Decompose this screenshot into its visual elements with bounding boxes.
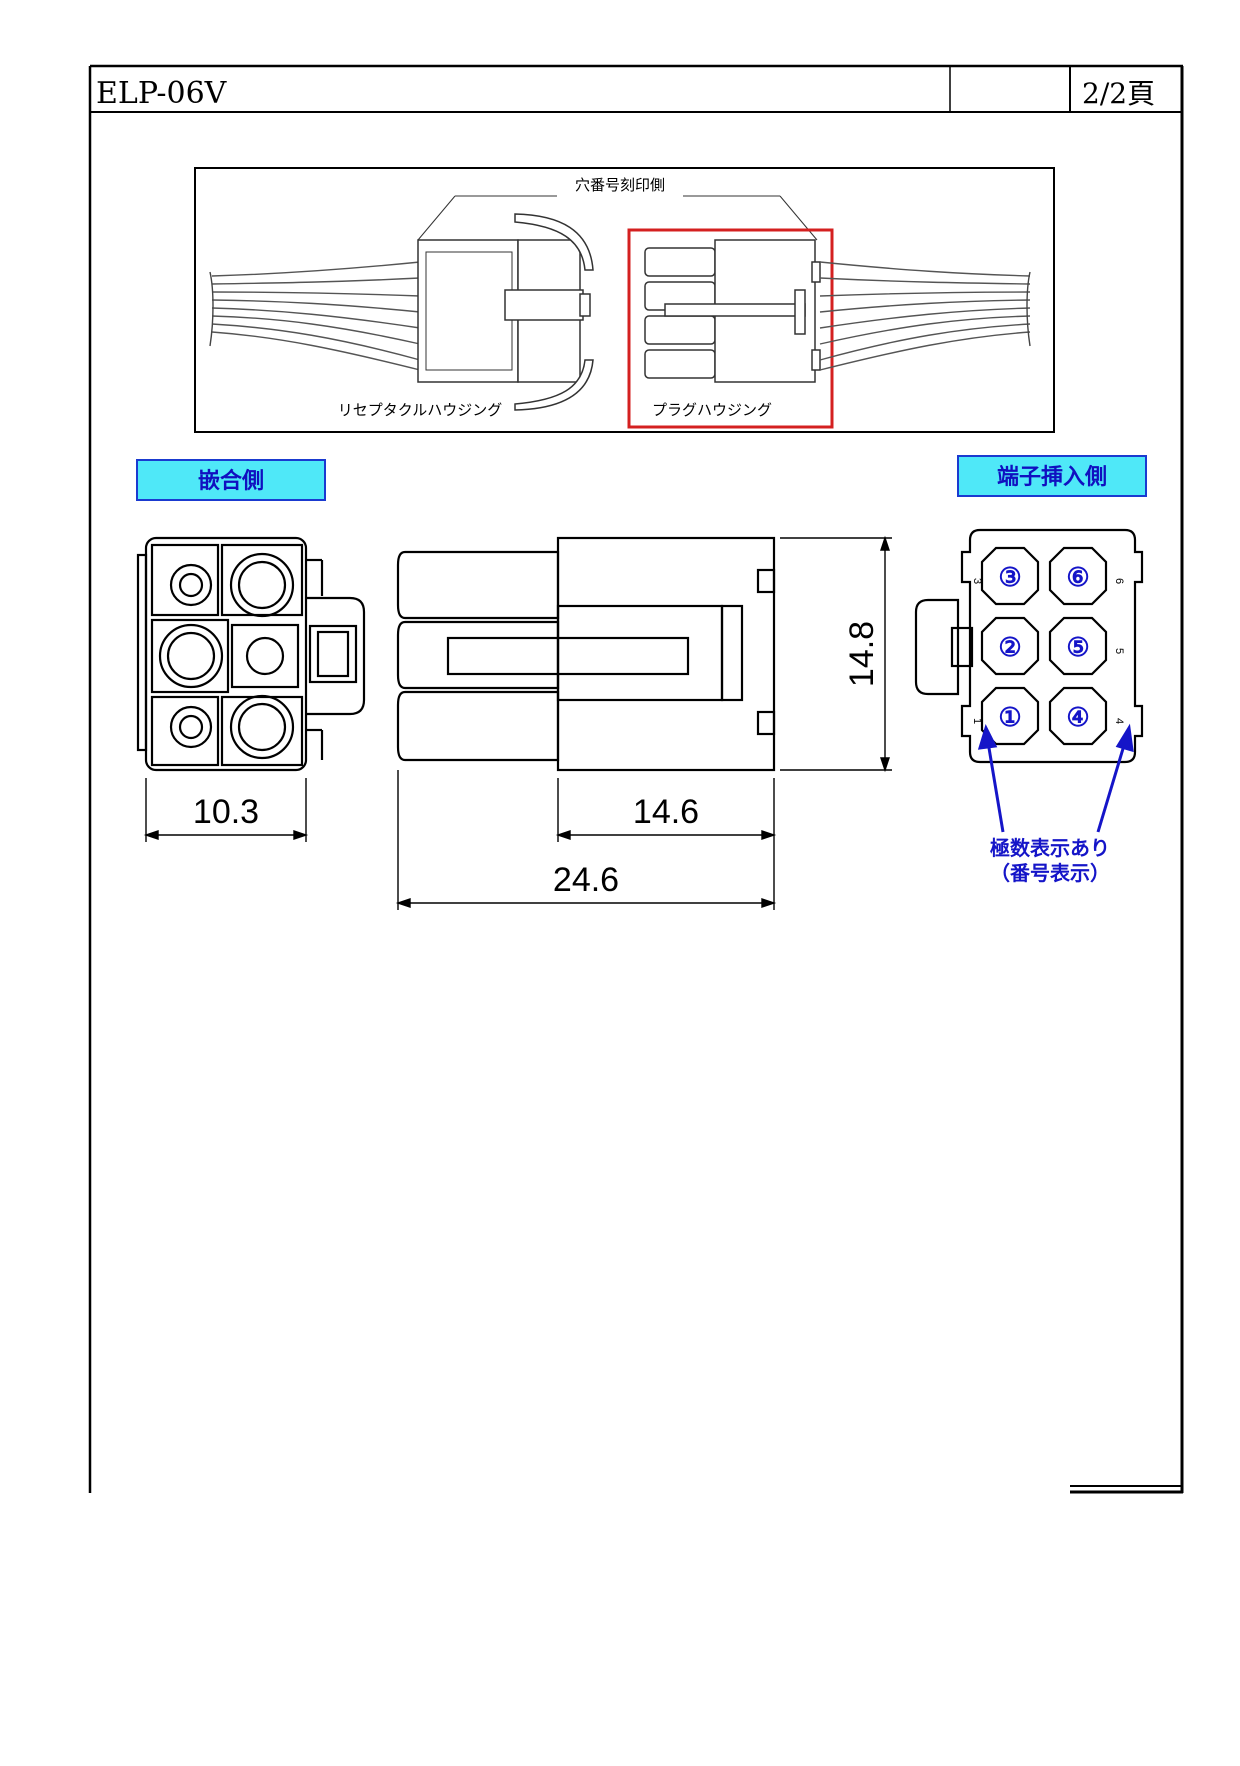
mating-side-tag: 嵌合側 [136,459,326,501]
side-view [396,536,776,772]
small-pin-3: 3 [971,578,983,584]
dim-side-height: 14.8 [843,621,881,687]
dim-body-length: 14.6 [633,793,699,831]
dimension-lines [143,535,892,910]
dim-front-width: 10.3 [193,793,259,831]
wires-right [819,261,1031,371]
terminal-side-label: 端子挿入側 [997,465,1107,490]
plug-highlight-box [627,228,834,429]
polarity-arrows [977,723,1134,833]
page-number: 2/2頁 [1082,77,1155,110]
small-pin-6: 6 [1113,578,1125,584]
polarity-note-line1: 極数表示あり [989,836,1110,860]
pin-2-label: ② [998,632,1021,662]
pin-number-labels: ③ ⑥ ② ⑤ ① ④ 3 6 5 1 4 [971,562,1125,732]
mating-side-label: 嵌合側 [198,468,264,494]
connector-photo-panel: 穴番号刻印側 リセプタクルハウジング [194,167,1055,433]
small-pin-4: 4 [1113,718,1125,724]
pin-4-label: ④ [1066,702,1089,732]
title-block: ELP-06V 2/2頁 [88,64,1184,1494]
terminal-side-tag: 端子挿入側 [957,455,1147,497]
polarity-note-line2: （番号表示） [990,861,1110,885]
receptacle-label: リセプタクルハウジング [338,401,503,419]
pin-3-label: ③ [998,562,1021,592]
mating-face-view [136,536,366,772]
small-pin-1: 1 [971,718,983,724]
receptacle-housing [417,213,594,411]
wires-left [209,261,421,371]
small-pin-5: 5 [1113,648,1125,654]
plug-housing [644,239,821,383]
pin-5-label: ⑤ [1066,632,1089,662]
terminal-side-view [914,528,1144,764]
stamp-side-label: 穴番号刻印側 [575,176,665,194]
pin-6-label: ⑥ [1066,562,1089,592]
part-number: ELP-06V [96,76,228,111]
pin-1-label: ① [998,702,1021,732]
plug-label: プラグハウジング [652,401,772,419]
dim-total-length: 24.6 [553,861,619,899]
